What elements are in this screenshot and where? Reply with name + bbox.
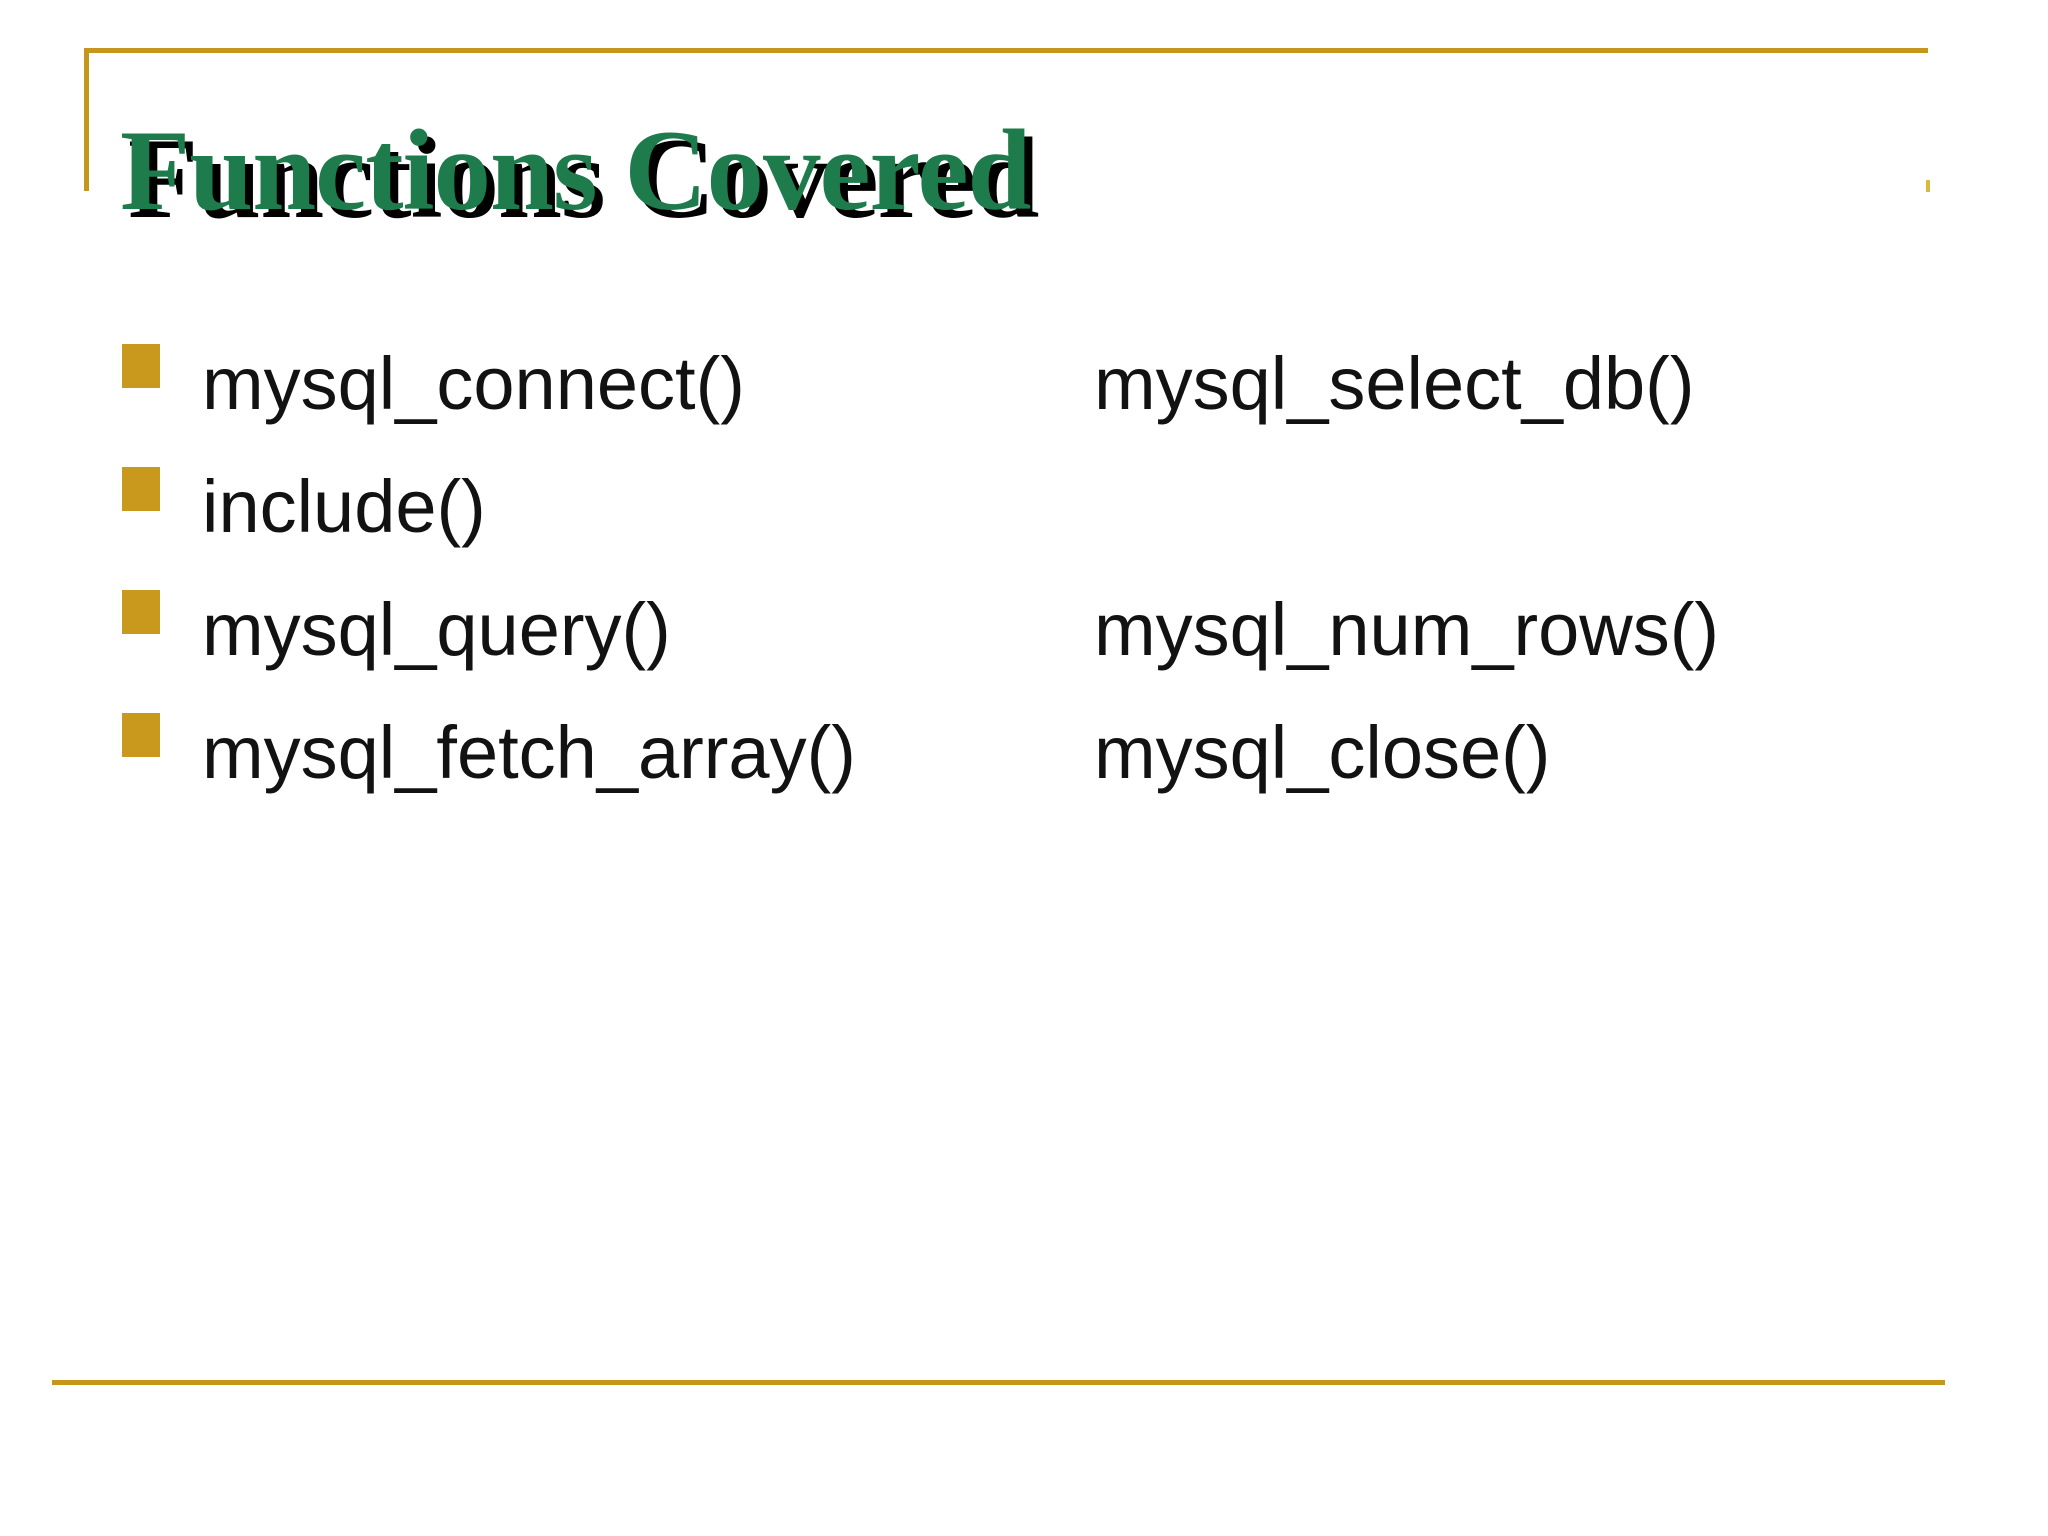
function-name: mysql_connect() [202, 342, 745, 425]
function-name: mysql_num_rows() [1094, 588, 1720, 671]
slide-title: Functions Covered [120, 107, 1031, 235]
list-item: mysql_fetch_array() mysql_close() [122, 691, 1912, 814]
function-name: mysql_fetch_array() [202, 711, 856, 794]
function-name: mysql_select_db() [1094, 342, 1695, 425]
function-name: mysql_query() [202, 588, 671, 671]
bullet-square-icon [122, 467, 160, 511]
bullet-square-icon [122, 713, 160, 757]
bullet-list: mysql_connect() mysql_select_db() includ… [122, 322, 1912, 814]
right-border-tick [1926, 180, 1930, 192]
function-name: include() [202, 465, 486, 548]
bottom-border-line [52, 1380, 1945, 1385]
list-item: mysql_connect() mysql_select_db() [122, 322, 1912, 445]
list-item: mysql_query() mysql_num_rows() [122, 568, 1912, 691]
list-item: include() [122, 445, 1912, 568]
top-border-line [84, 48, 1928, 53]
left-border-line [84, 48, 89, 191]
function-name: mysql_close() [1094, 711, 1551, 794]
bullet-square-icon [122, 590, 160, 634]
bullet-square-icon [122, 344, 160, 388]
